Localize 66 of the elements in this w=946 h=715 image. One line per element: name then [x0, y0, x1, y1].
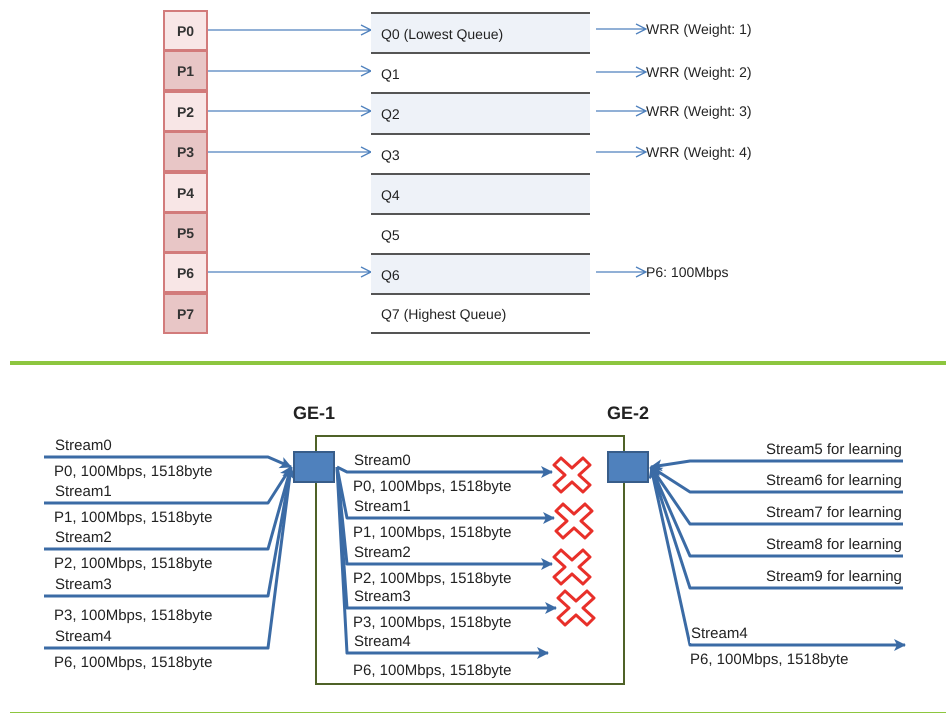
- arrow: [336, 466, 549, 659]
- arrow: [44, 456, 292, 468]
- arrow: [596, 66, 647, 78]
- priority-cell: P1: [163, 50, 208, 91]
- scheduler-text: WRR (Weight: 4): [646, 142, 752, 162]
- stream-parameters: P6, 100Mbps, 1518byte: [690, 650, 848, 669]
- stream-parameters: P0, 100Mbps, 1518byte: [353, 477, 512, 496]
- stream-parameters: P6, 100Mbps, 1518byte: [54, 653, 212, 672]
- arrow: [650, 466, 906, 651]
- queue-row: Q4: [371, 173, 590, 214]
- arrow: [44, 466, 292, 504]
- arrow: [208, 65, 372, 77]
- arrow: [336, 466, 553, 570]
- arrow: [650, 466, 903, 526]
- arrow: [44, 466, 294, 550]
- queue-row: Q6: [371, 253, 590, 294]
- arrow: [44, 466, 295, 598]
- arrow: [208, 266, 372, 278]
- drop-icon: [554, 502, 594, 540]
- arrow: [44, 466, 296, 650]
- arrow: [650, 459, 903, 472]
- arrow: [336, 466, 553, 478]
- priority-cell: P7: [163, 293, 208, 334]
- arrow: [648, 466, 903, 590]
- stream-parameters: P2, 100Mbps, 1518byte: [54, 554, 212, 573]
- priority-cell: P0: [163, 10, 208, 51]
- priority-cell: P3: [163, 131, 208, 172]
- arrow: [208, 146, 372, 158]
- queue-row: Q7 (Highest Queue): [371, 293, 590, 334]
- arrow: [596, 23, 647, 35]
- priority-cell: P2: [163, 91, 208, 132]
- edge-label: Stream5 for learning: [765, 440, 903, 459]
- queue-row: Q2: [371, 92, 590, 133]
- arrow: [596, 146, 647, 158]
- arrow: [208, 24, 372, 36]
- edge-label: Stream6 for learning: [765, 471, 903, 490]
- edge-label: Stream9 for learning: [765, 567, 903, 586]
- stream-parameters: P2, 100Mbps, 1518byte: [353, 569, 512, 588]
- scheduler-text: WRR (Weight: 3): [646, 101, 752, 121]
- drop-icon: [552, 548, 592, 586]
- priority-cell: P5: [163, 212, 208, 253]
- arrow: [596, 266, 647, 278]
- stream-parameters: P6, 100Mbps, 1518byte: [353, 661, 512, 680]
- switch-box: [315, 435, 625, 685]
- edge-label: Stream8 for learning: [765, 535, 903, 554]
- stream-parameters: P3, 100Mbps, 1518byte: [54, 606, 212, 625]
- stream-parameters: P0, 100Mbps, 1518byte: [54, 462, 212, 481]
- priority-cell: P6: [163, 252, 208, 293]
- scheduler-text: WRR (Weight: 1): [646, 19, 752, 39]
- scheduler-text: P6: 100Mbps: [646, 262, 728, 282]
- arrow: [650, 466, 903, 494]
- drop-icon: [552, 456, 592, 494]
- arrow: [650, 466, 903, 558]
- queue-row: Q0 (Lowest Queue): [371, 12, 590, 53]
- drop-icon: [556, 589, 596, 627]
- priority-cell: P4: [163, 172, 208, 213]
- arrow: [336, 466, 555, 524]
- stream-parameters: P1, 100Mbps, 1518byte: [54, 508, 212, 527]
- scheduler-text: WRR (Weight: 2): [646, 62, 752, 82]
- stream-parameters: P3, 100Mbps, 1518byte: [353, 613, 512, 632]
- stream-parameters: P1, 100Mbps, 1518byte: [353, 523, 512, 542]
- arrow: [208, 105, 372, 117]
- arrow: [596, 105, 647, 117]
- edge-label: Stream7 for learning: [765, 503, 903, 522]
- port-square: GE-2: [605, 403, 651, 483]
- port-square: GE-1: [291, 403, 337, 483]
